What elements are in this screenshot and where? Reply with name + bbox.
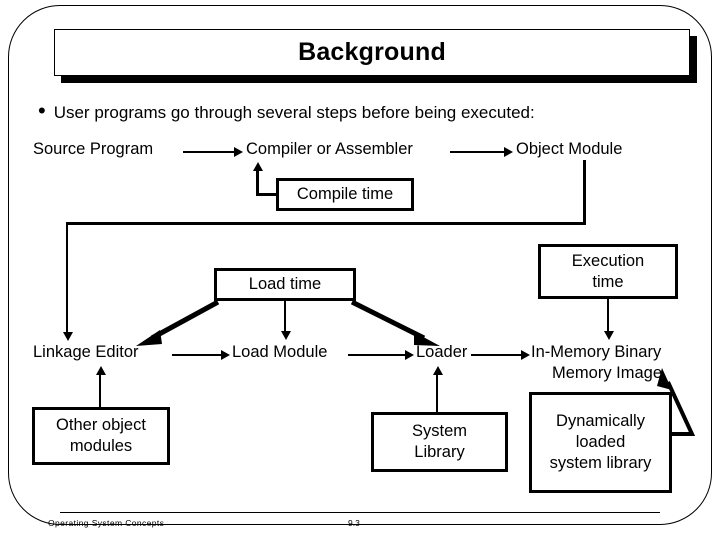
box-other-object-modules-line1: Other object [56, 416, 146, 434]
box-execution-time-label-line1: Execution [571, 251, 645, 270]
box-dynamic-library-line3: system library [549, 454, 652, 472]
arrowhead-bus-to-linkage [63, 332, 73, 341]
box-system-library: System Library [371, 412, 508, 472]
node-loader: Loader [416, 343, 468, 361]
bullet-marker-icon: • [38, 98, 46, 123]
node-in-memory-binary: In-Memory Binary [531, 343, 662, 361]
box-dynamic-library-line1: Dynamically [556, 412, 645, 430]
node-source-program: Source Program [33, 140, 154, 158]
connector-object-down [583, 160, 586, 224]
arrowhead-systemlibrary-to-loader [433, 366, 443, 375]
connector-compiletime-horizontal [256, 193, 278, 196]
box-dynamically-loaded-system-library: Dynamically loaded system library [529, 392, 672, 493]
box-other-object-modules: Other object modules [32, 407, 170, 465]
footer-divider [60, 512, 660, 513]
footer-source: Operating System Concepts [48, 518, 165, 528]
connector-linkage-to-loadmodule [172, 354, 222, 356]
page-title: Background [298, 38, 446, 66]
arrowhead-compiletime-to-compiler [253, 162, 263, 171]
box-execution-time-label-line2: time [592, 272, 624, 291]
node-memory-image: Memory Image [552, 364, 663, 382]
bullet-text: User programs go through several steps b… [53, 103, 535, 122]
connector-source-to-compiler [183, 151, 235, 153]
arrowhead-compiler-to-object [504, 147, 513, 157]
box-compile-time: Compile time [276, 178, 414, 211]
connector-loader-to-memory [471, 354, 522, 356]
node-load-module: Load Module [232, 343, 328, 361]
node-object-module: Object Module [516, 140, 623, 158]
node-linkage-editor: Linkage Editor [33, 343, 139, 361]
node-compiler-or-assembler: Compiler or Assembler [246, 140, 413, 158]
box-load-time: Load time [214, 268, 356, 301]
connector-loadmodule-to-loader [348, 354, 406, 356]
connector-otherobjects-to-linkage [99, 373, 101, 407]
connector-compiletime-vertical [256, 170, 259, 195]
box-load-time-label: Load time [248, 275, 322, 293]
box-other-object-modules-line2: modules [69, 437, 133, 455]
arrowhead-executiontime-to-memory [604, 331, 614, 340]
connector-compiler-to-object [450, 151, 505, 153]
connector-loadtime-to-loadmodule [284, 301, 286, 333]
bullet-row: • User programs go through several steps… [38, 100, 535, 123]
connector-bus-to-linkage-vertical [66, 222, 68, 334]
arrowhead-otherobjects-to-linkage [96, 366, 106, 375]
box-compile-time-label: Compile time [296, 185, 394, 203]
footer-page-number: 9.3 [348, 518, 360, 528]
arrowhead-source-to-compiler [234, 147, 243, 157]
arrowhead-linkage-to-loadmodule [221, 350, 230, 360]
title-box: Background [54, 29, 690, 76]
box-system-library-line2: Library [414, 443, 465, 461]
arrow-loadtime-to-linkage [136, 299, 220, 346]
box-execution-time: Execution time [538, 244, 678, 299]
arrow-loadtime-to-loader [350, 299, 440, 346]
connector-executiontime-to-memory [607, 299, 609, 333]
box-system-library-line1: System [411, 422, 467, 440]
connector-systemlibrary-to-loader [436, 373, 438, 412]
arrowhead-loadtime-to-loadmodule [281, 331, 291, 340]
box-dynamic-library-line2: loaded [575, 433, 626, 451]
arrowhead-loadmodule-to-loader [405, 350, 414, 360]
arrowhead-loader-to-memory [521, 350, 530, 360]
connector-object-bus-horizontal [66, 222, 586, 225]
